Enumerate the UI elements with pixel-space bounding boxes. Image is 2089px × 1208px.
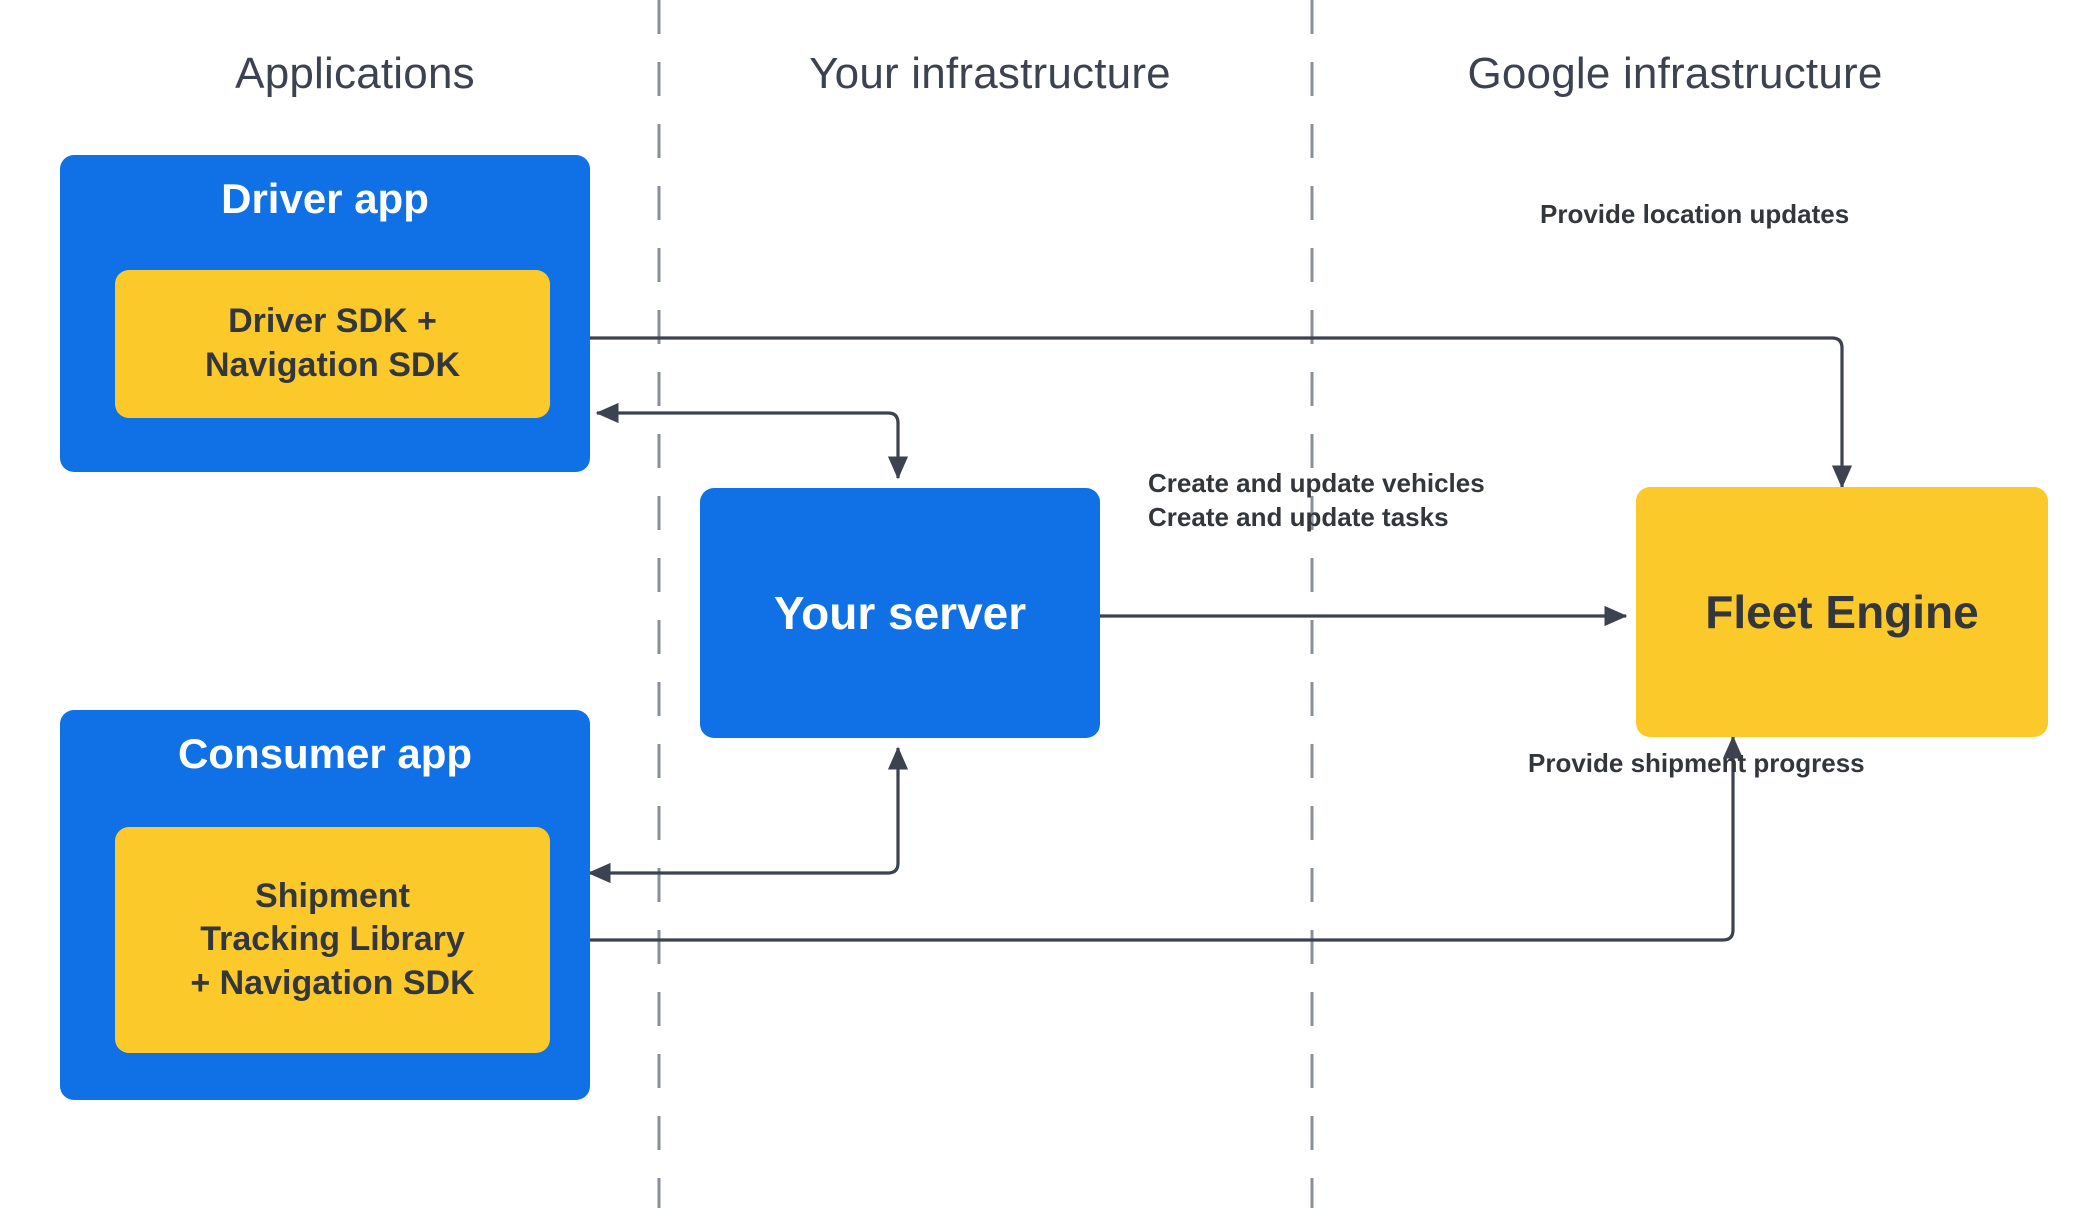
node-shipment-tracking-library[interactable]: Shipment Tracking Library + Navigation S… (115, 827, 550, 1053)
your-server-label: Your server (773, 587, 1027, 639)
column-title-your-infrastructure: Your infrastructure (809, 49, 1171, 98)
edge-your-server-to-consumer-app (587, 746, 909, 884)
driver-sdk-label: Driver SDK + Navigation SDK (204, 302, 461, 384)
node-fleet-engine[interactable]: Fleet Engine (1636, 487, 2048, 737)
consumer-app-title: Consumer app (177, 730, 473, 777)
edge-driver-app-to-your-server (595, 402, 909, 480)
node-consumer-app[interactable]: Consumer app Shipment Tracking Library +… (60, 710, 590, 1100)
driver-app-title: Driver app (221, 175, 429, 222)
fleet-engine-label: Fleet Engine (1705, 586, 1979, 638)
node-driver-app[interactable]: Driver app Driver SDK + Navigation SDK (60, 155, 590, 472)
edge-fleet-engine-to-driver-sdk (558, 327, 1853, 489)
edge-label-provide-location-updates: Provide location updates (1540, 199, 1850, 229)
edge-label-create-and-update: Create and update vehicles Create and up… (1148, 468, 1485, 532)
column-title-applications: Applications (235, 49, 475, 98)
column-title-google-infrastructure: Google infrastructure (1467, 49, 1883, 98)
edge-label-provide-shipment-progress: Provide shipment progress (1528, 748, 1865, 778)
node-driver-sdk[interactable]: Driver SDK + Navigation SDK (115, 270, 550, 418)
shipment-tracking-library-label: Shipment Tracking Library + Navigation S… (190, 876, 475, 1002)
node-your-server[interactable]: Your server (700, 488, 1100, 738)
